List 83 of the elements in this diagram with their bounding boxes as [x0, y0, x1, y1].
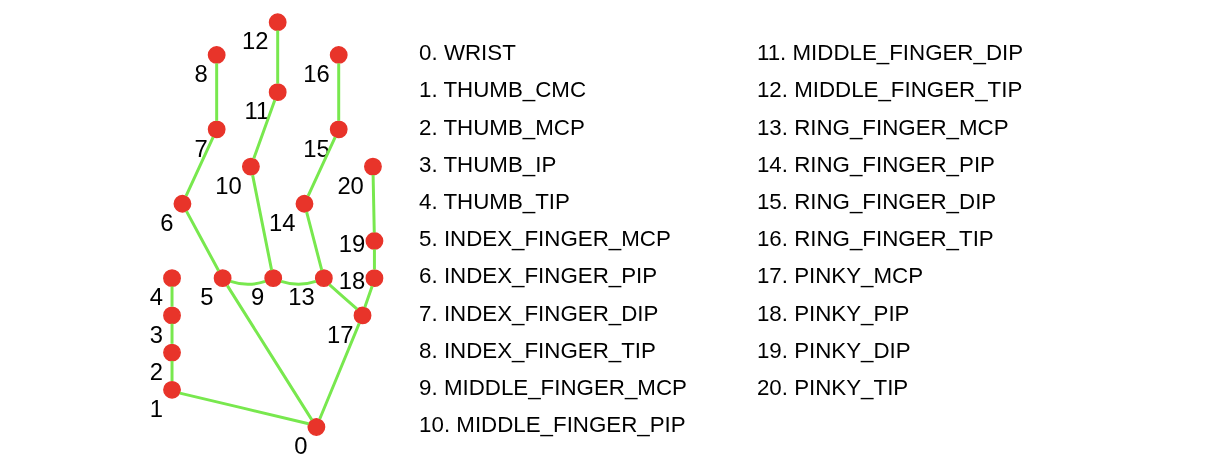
connector [280, 280, 316, 286]
node-label: 7 [193, 134, 208, 162]
node-label: 14 [268, 209, 295, 237]
node-label: 16 [302, 60, 330, 88]
connector [214, 63, 218, 121]
node-circle [329, 120, 348, 139]
node-label: 0 [293, 432, 307, 460]
label: 12. MIDDLE_FINGER_TIP [756, 77, 1022, 103]
node-circle [162, 306, 181, 325]
connector [184, 136, 214, 197]
label: 10. MIDDLE_FINGER_PIP [418, 412, 686, 438]
node-circle [241, 157, 260, 176]
label: 0. WRIST [418, 40, 516, 66]
node-circle [314, 269, 333, 288]
label: 18. PINKY_PIP [756, 300, 909, 326]
node-label: 5 [199, 283, 214, 311]
label: 9. MIDDLE_FINGER_MCP [418, 375, 687, 401]
label: 11. MIDDLE_FINGER_DIP [756, 40, 1023, 66]
label: 19. PINKY_DIP [756, 337, 911, 363]
connector [327, 283, 358, 311]
node-circle [268, 83, 287, 102]
node-circle [268, 13, 287, 32]
node-label: 11 [244, 97, 269, 125]
connector [170, 286, 173, 307]
node-circle [207, 46, 226, 64]
label: 2. THUMB_MCP [418, 114, 585, 140]
node-circle [173, 194, 191, 213]
node-label: 18 [338, 267, 365, 295]
connector [229, 280, 266, 286]
connector [178, 391, 309, 426]
node-circle [365, 232, 383, 250]
label: 20. PINKY_TIP [756, 375, 908, 401]
label: 7. INDEX_FINGER_DIP [418, 300, 658, 326]
connector [251, 99, 276, 160]
connector [170, 323, 173, 344]
node-circle [306, 418, 325, 436]
node-label: 17 [326, 320, 353, 348]
node-label: 1 [149, 395, 163, 423]
node-label: 12 [241, 27, 269, 55]
label: 13. RING_FINGER_MCP [756, 114, 1009, 140]
node-label: 3 [149, 320, 163, 348]
connector [250, 174, 273, 271]
label: 14. RING_FINGER_PIP [756, 151, 995, 177]
connector [170, 360, 173, 382]
node-label: 19 [338, 229, 365, 257]
connector [336, 63, 340, 121]
node-label: 4 [149, 283, 163, 311]
label: 1. THUMB_CMC [418, 77, 586, 103]
node-circle [329, 46, 348, 64]
label: 3. THUMB_IP [418, 151, 556, 177]
node-circle [162, 343, 181, 362]
node-label: 8 [193, 60, 208, 88]
label: 6. INDEX_FINGER_PIP [418, 263, 657, 289]
connector [184, 210, 220, 272]
node-circle [295, 194, 313, 213]
node-label: 9 [250, 283, 264, 311]
connector [372, 249, 376, 270]
node-circle [213, 269, 232, 288]
node-circle [353, 306, 371, 325]
connector [225, 284, 313, 421]
node-circle [162, 380, 181, 399]
label: 16. RING_FINGER_TIP [756, 226, 994, 252]
label: 17. PINKY_MCP [756, 263, 923, 289]
connector [306, 136, 337, 197]
node-circle [162, 269, 181, 288]
connector [317, 322, 361, 420]
connector [275, 30, 279, 84]
node-circle [363, 157, 382, 176]
label: 4. THUMB_TIP [418, 188, 570, 214]
node-label: 6 [159, 209, 173, 237]
label: 8. INDEX_FINGER_TIP [418, 337, 656, 363]
connector [304, 211, 323, 271]
connector [371, 174, 376, 233]
label: 15. RING_FINGER_DIP [756, 188, 996, 214]
node-label: 2 [149, 357, 163, 385]
node-circle [365, 269, 383, 288]
label: 5. INDEX_FINGER_MCP [418, 226, 671, 252]
node-label: 13 [287, 283, 315, 311]
node-circle [263, 269, 282, 288]
connector [362, 285, 374, 308]
node-label: 10 [214, 171, 242, 199]
node-label: 20 [336, 171, 364, 199]
node-circle [207, 120, 226, 139]
